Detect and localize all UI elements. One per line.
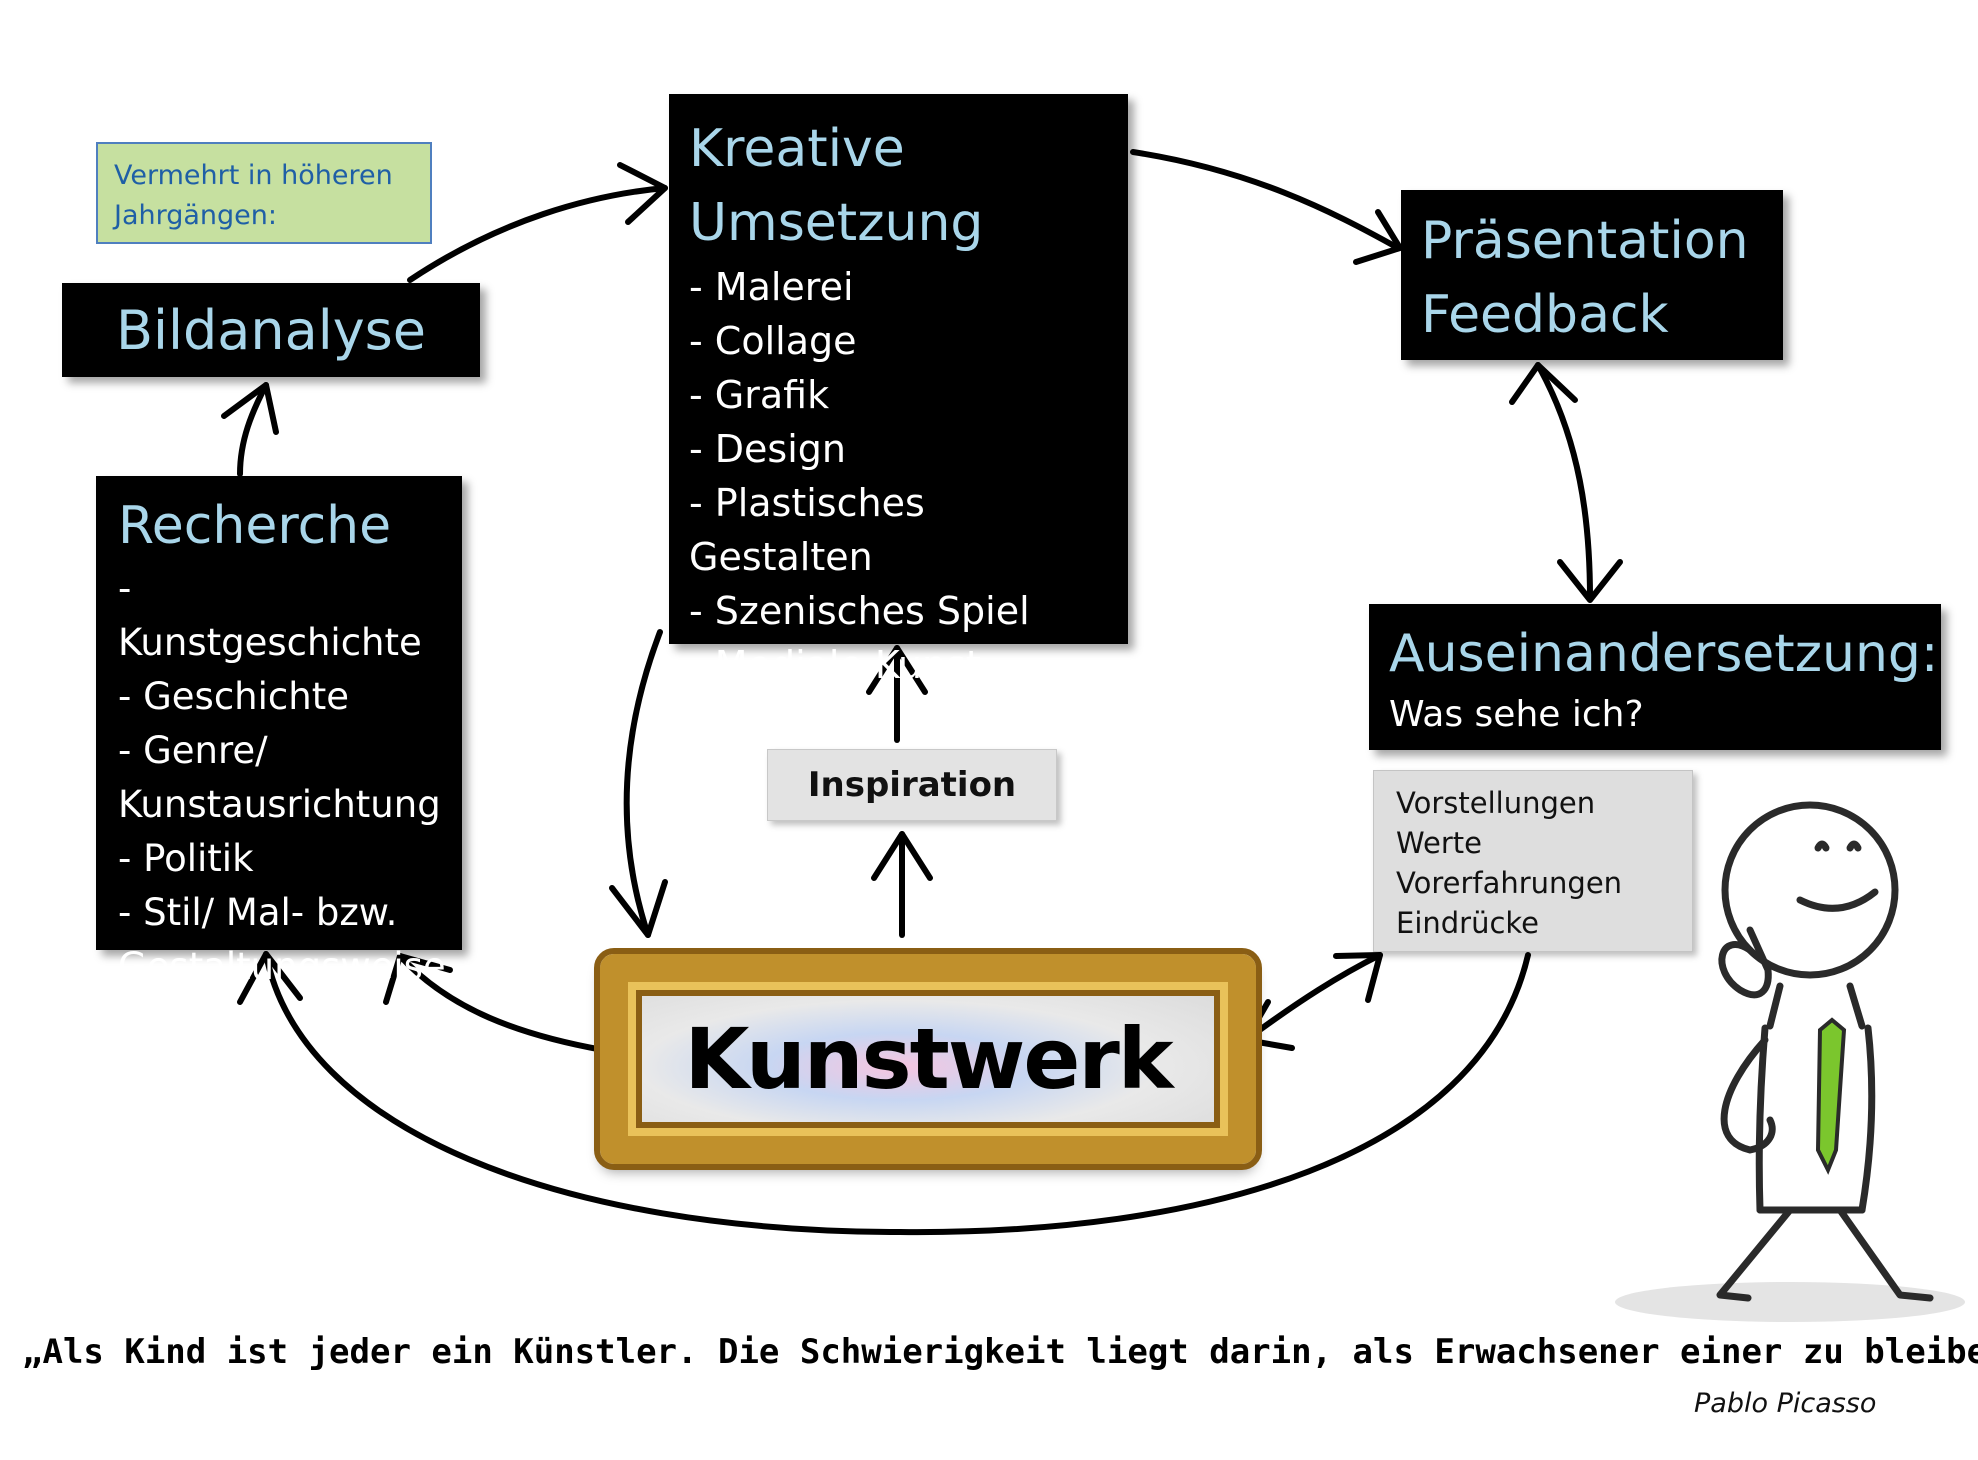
auseinandersetzung-box: Auseinandersetzung: Was sehe ich? — [1369, 604, 1941, 750]
recherche-item: - Stil/ Mal- bzw. — [118, 891, 398, 934]
thinking-stickman-illustration — [1615, 801, 1965, 1322]
arrow-head-bildanalyse-up — [221, 382, 279, 435]
inspiration-box: Inspiration — [767, 749, 1057, 821]
feedback-title: Feedback — [1421, 285, 1669, 345]
auseinandersetzung-subtitle: Was sehe ich? — [1389, 694, 1644, 735]
note-line-1: Vermehrt in höheren — [114, 160, 393, 191]
kreative-item: - Collage — [689, 319, 857, 363]
bildanalyse-title: Bildanalyse — [115, 298, 427, 362]
kreative-item: - Design — [689, 427, 846, 471]
arrow-head-inspiration-up — [871, 831, 933, 881]
vorstellungen-item: Vorerfahrungen — [1396, 866, 1623, 900]
recherche-item: - Geschichte — [118, 675, 349, 718]
arrow-head-praesentation-out — [1509, 362, 1578, 405]
arrow-kreative-to-praesentation — [1130, 149, 1401, 251]
kreative-umsetzung-box: Kreative Umsetzung - Malerei - Collage -… — [669, 94, 1128, 687]
arrow-head-kreative-up — [866, 645, 928, 695]
recherche-item: - Genre/ — [118, 729, 268, 772]
kreative-item: - Grafik — [689, 373, 830, 417]
recherche-item: Gestaltungsweise — [118, 945, 446, 988]
arrow-head-recherche-loop — [237, 951, 303, 1005]
bildanalyse-box: Bildanalyse — [62, 283, 480, 377]
arrow-kreative-to-kunstwerk — [623, 629, 663, 938]
vorstellungen-item: Eindrücke — [1396, 906, 1540, 940]
kreative-title-1: Kreative — [689, 119, 905, 179]
kreative-title-2: Umsetzung — [689, 193, 984, 253]
vorstellungen-item: Werte — [1396, 826, 1482, 860]
inspiration-label: Inspiration — [807, 765, 1017, 805]
praesentation-feedback-box: Präsentation Feedback — [1401, 190, 1783, 360]
picasso-quote: „Als Kind ist jeder ein Künstler. Die Sc… — [22, 1332, 1978, 1372]
praesentation-title: Präsentation — [1421, 211, 1749, 271]
note-box: Vermehrt in höheren Jahrgängen: — [96, 142, 432, 244]
arrow-bottom-loop — [263, 951, 1531, 1236]
recherche-box: Recherche - Kunstgeschichte - Geschichte… — [96, 476, 462, 988]
arrow-bildanalyse-to-kreative — [407, 185, 668, 283]
kunstwerk-frame: Kunstwerk — [594, 948, 1262, 1170]
quote-author: Pablo Picasso — [1694, 1388, 1877, 1419]
vorstellungen-box: Vorstellungen Werte Vorerfahrungen Eindr… — [1373, 770, 1693, 952]
arrow-head-auseinandersetzung-in — [1557, 559, 1623, 603]
kreative-item: - Plastisches Gestalten — [689, 481, 925, 579]
auseinandersetzung-title: Auseinandersetzung: — [1389, 624, 1939, 684]
arrow-praesentation-auseinandersetzung — [1535, 362, 1593, 601]
kreative-item: - Szenisches Spiel — [689, 589, 1030, 633]
arrow-kunstwerk-to-recherche — [397, 953, 606, 1053]
kreative-item: - Mediale Kunst — [689, 643, 981, 687]
recherche-item: - Kunstgeschichte — [118, 567, 422, 664]
arrow-head-praesentation-in — [1353, 209, 1403, 265]
arrow-recherche-to-bildanalyse — [237, 382, 269, 477]
note-line-2: Jahrgängen: — [114, 200, 278, 231]
recherche-title: Recherche — [118, 496, 392, 556]
arrow-head-kreative-in — [617, 162, 668, 225]
arrow-head-recherche-in — [383, 953, 453, 1005]
recherche-item: Kunstausrichtung — [118, 783, 441, 826]
kunstwerk-label: Kunstwerk — [684, 1010, 1173, 1108]
arrow-kunstwerk-vorstellungen — [1243, 952, 1383, 1043]
arrow-head-vorstellungen-in — [1333, 952, 1383, 1003]
vorstellungen-item: Vorstellungen — [1396, 786, 1596, 820]
kreative-item: - Malerei — [689, 265, 854, 309]
recherche-item: - Politik — [118, 837, 254, 880]
arrow-head-kunstwerk-in — [609, 879, 668, 938]
